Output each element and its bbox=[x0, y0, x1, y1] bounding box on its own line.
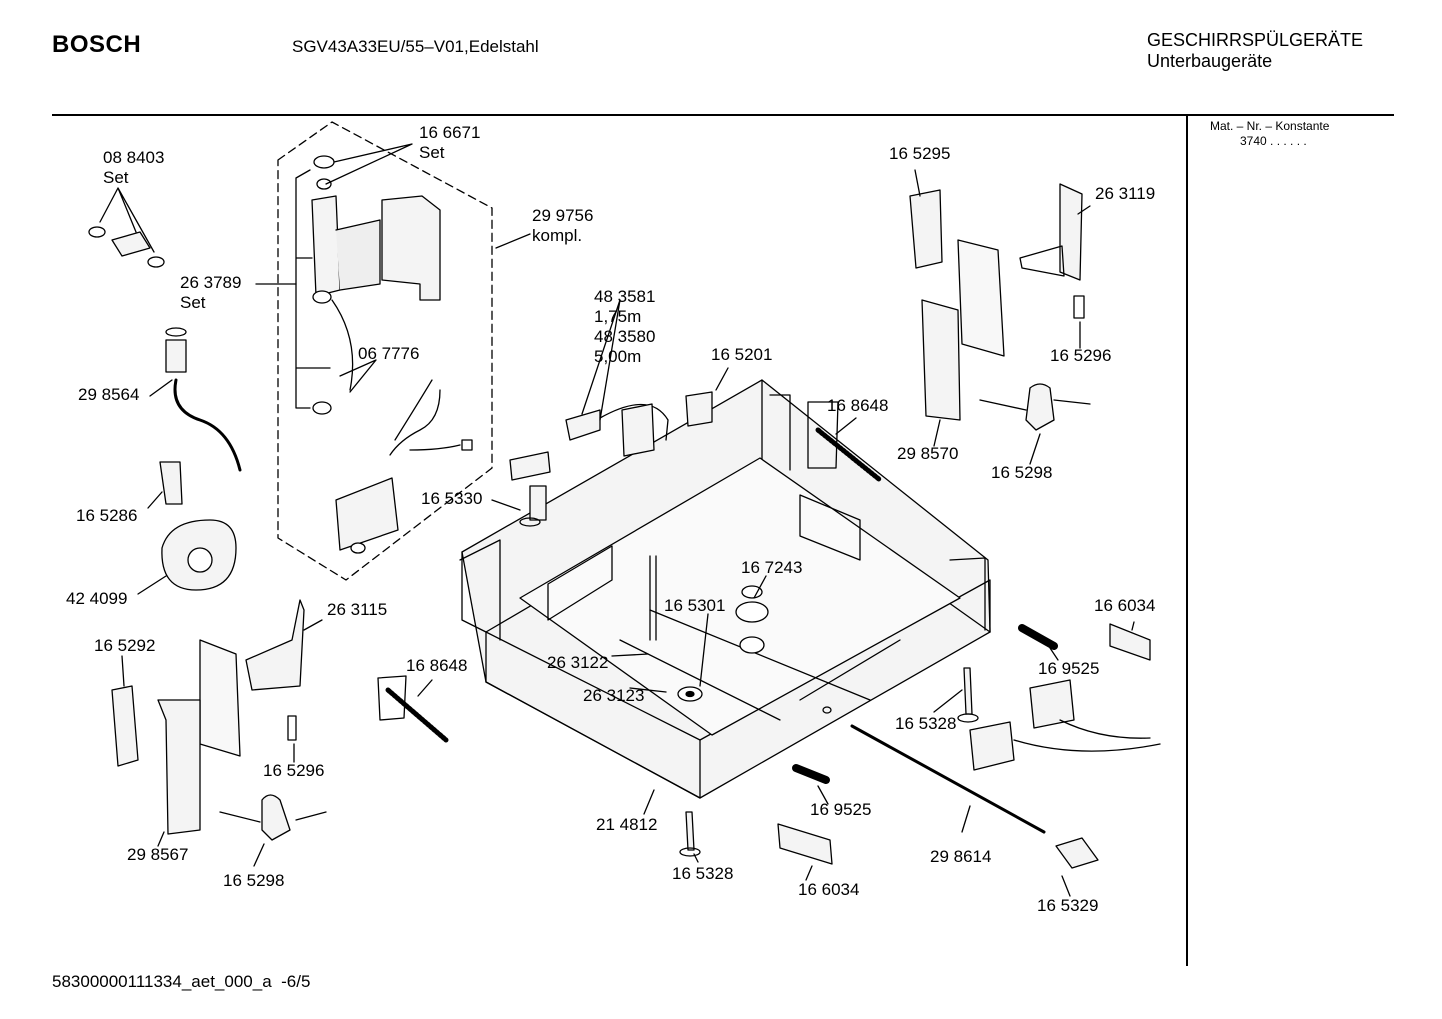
part-label-29-8564: 29 8564 bbox=[78, 385, 140, 404]
mat-label: Mat. – Nr. – Konstante bbox=[1210, 119, 1330, 133]
part-label-16-9525-bottom: 16 9525 bbox=[810, 800, 872, 819]
part-label-16-8648-left: 16 8648 bbox=[406, 656, 468, 675]
part-label-16-5298-left: 16 5298 bbox=[223, 871, 285, 890]
part-label-16-5329: 16 5329 bbox=[1037, 896, 1099, 915]
part-label-16-5328-bottom: 16 5328 bbox=[672, 864, 734, 883]
springs bbox=[377, 401, 883, 743]
header-divider bbox=[52, 114, 1394, 116]
part-label-26-3123: 26 3123 bbox=[583, 686, 645, 705]
part-label-29-8570: 29 8570 bbox=[897, 444, 959, 463]
document-number: 58300000111334_aet_000_a bbox=[52, 972, 272, 991]
right-brackets bbox=[909, 183, 1091, 431]
document-id: 58300000111334_aet_000_a -6/5 bbox=[52, 972, 310, 992]
left-small-parts bbox=[88, 226, 242, 591]
part-label-29-8614: 29 8614 bbox=[930, 847, 992, 866]
part-label-16-9525-right: 16 9525 bbox=[1038, 659, 1100, 678]
part-label-16-5330: 16 5330 bbox=[421, 489, 483, 508]
part-label-16-5328-right: 16 5328 bbox=[895, 714, 957, 733]
part-label-26-3122: 26 3122 bbox=[547, 653, 609, 672]
part-label-16-5298-right: 16 5298 bbox=[991, 463, 1053, 482]
category-subtitle: Unterbaugeräte bbox=[1147, 51, 1273, 71]
mat-value: 3740 . . . . . . bbox=[1240, 134, 1307, 148]
part-label-29-8567: 29 8567 bbox=[127, 845, 189, 864]
page-number: -6/5 bbox=[281, 972, 311, 991]
part-label-16-7243: 16 7243 bbox=[741, 558, 803, 577]
part-label-16-5201: 16 5201 bbox=[711, 345, 773, 364]
part-label-16-6034-right: 16 6034 bbox=[1094, 596, 1156, 615]
left-brackets bbox=[111, 599, 327, 841]
part-label-06-7776: 06 7776 bbox=[358, 344, 420, 363]
part-label-16-8648-right: 16 8648 bbox=[827, 396, 889, 415]
part-label-42-4099: 42 4099 bbox=[66, 589, 128, 608]
part-label-16-5301: 16 5301 bbox=[664, 596, 726, 615]
part-label-16-5295: 16 5295 bbox=[889, 144, 951, 163]
brand-logo: BOSCH bbox=[52, 31, 142, 58]
right-small-parts bbox=[509, 391, 1161, 869]
part-label-16-6034-bottom: 16 6034 bbox=[798, 880, 860, 899]
part-label-21-4812: 21 4812 bbox=[596, 815, 658, 834]
part-label-26-3119: 26 3119 bbox=[1095, 184, 1156, 203]
leader-lines bbox=[99, 143, 1135, 897]
part-label-16-5286: 16 5286 bbox=[76, 506, 138, 525]
water-supply-assembly bbox=[277, 121, 493, 581]
part-label-26-3115: 26 3115 bbox=[327, 600, 388, 619]
part-label-16-5292: 16 5292 bbox=[94, 636, 156, 655]
model-title: SGV43A33EU/55–V01,Edelstahl bbox=[292, 37, 539, 56]
part-label-16-5296-left: 16 5296 bbox=[263, 761, 325, 780]
side-panel-divider bbox=[1186, 116, 1188, 966]
base-tub-drawing bbox=[459, 379, 991, 799]
category-title: GESCHIRRSPÜLGERÄTE bbox=[1147, 30, 1364, 50]
part-label-16-5296-right: 16 5296 bbox=[1050, 346, 1112, 365]
